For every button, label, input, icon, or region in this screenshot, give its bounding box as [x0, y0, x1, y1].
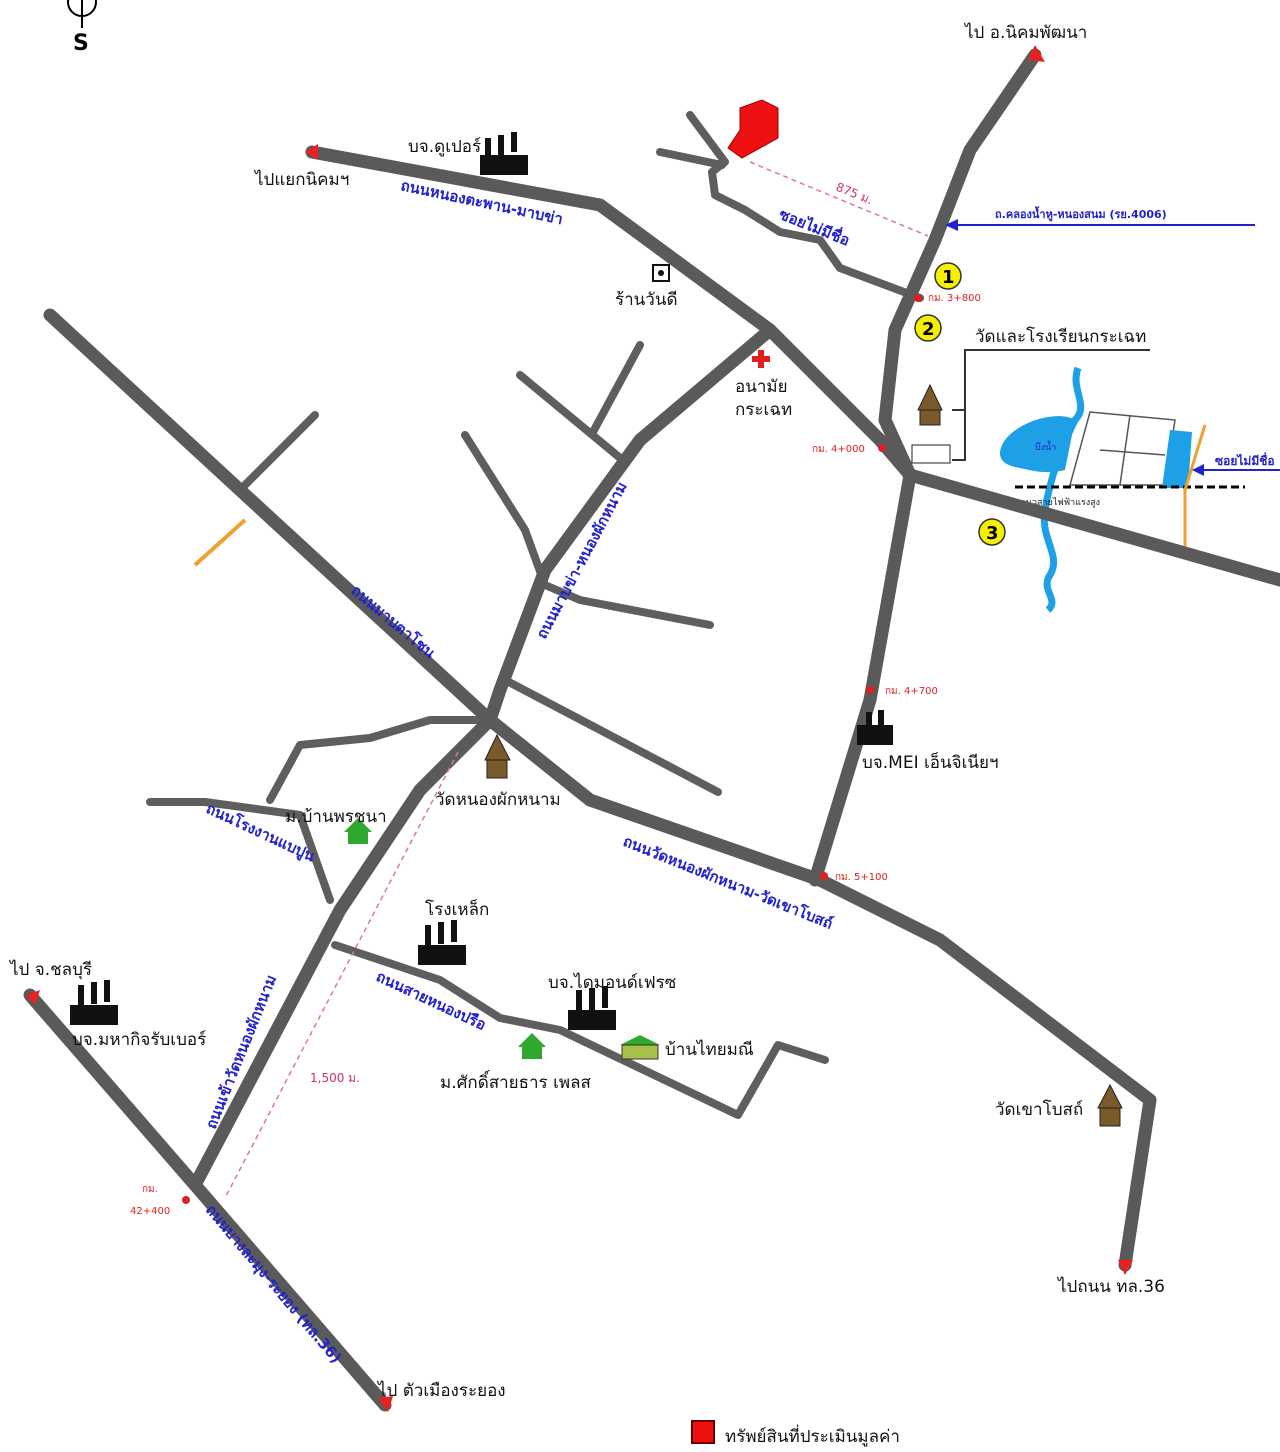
dest-rayong-city: ไป ตัวเมืองระยอง — [376, 1380, 506, 1401]
label-mei: บจ.MEI เอ็นจิเนียฯ — [862, 751, 999, 773]
point-marker-2: 2 — [914, 314, 942, 342]
factory-icon — [418, 920, 466, 965]
factory-icon — [480, 132, 528, 175]
svg-text:1: 1 — [942, 267, 955, 288]
pond — [1000, 416, 1075, 473]
house-icon — [620, 1035, 660, 1060]
km-42400-b: 42+400 — [130, 1206, 170, 1217]
road-map-ta-chon: ถนนมาบตาโชน — [347, 581, 440, 663]
road-banglamung-rayong: ถนนบางละมุง-ระยอง (ทล.36) — [201, 1201, 345, 1367]
distance-line-875 — [749, 161, 929, 237]
dest-nikhom-junction: ไปแยกนิคมฯ — [253, 169, 349, 190]
distance-875: 875 ม. — [834, 180, 875, 207]
temple-school-leader — [952, 349, 1150, 461]
point-marker-3: 3 — [978, 518, 1006, 546]
label-ban-pornchana: ม.บ้านพรชนา — [285, 807, 387, 827]
house-icon — [344, 818, 372, 844]
svg-text:2: 2 — [922, 319, 935, 340]
direction-arrows — [26, 45, 1133, 1412]
temple-icons — [484, 383, 1123, 1127]
label-saksaithan: ม.ศักดิ์สายธาร เพลส — [440, 1070, 592, 1093]
orange-lane — [1183, 424, 1207, 555]
label-steel-plant: โรงเหล็ก — [425, 898, 489, 920]
factory-icons — [70, 132, 893, 1030]
label-temple-school: วัดและโรงเรียนกระเฉท — [975, 326, 1146, 347]
label-super-co: บจ.ดูเปอร์ — [408, 137, 481, 157]
km-42400-a: กม. — [142, 1184, 158, 1195]
dest-highway36: ไปถนน ทล.36 — [1056, 1276, 1165, 1297]
unnamed-soi-2-label: ซอยไม่มีชื่อ — [1215, 452, 1275, 468]
distance-line-1500 — [224, 751, 459, 1199]
shop-icon — [652, 264, 670, 282]
km-3800: กม. 3+800 — [928, 293, 981, 304]
factory-icon — [568, 986, 616, 1030]
house-icon — [518, 1033, 546, 1059]
pond-small — [1162, 430, 1192, 488]
dest-chonburi: ไป จ.ชลบุรี — [8, 959, 92, 980]
legend: ทรัพย์สินที่ประเมินมูลค่า — [691, 1420, 900, 1447]
klong-road-label: ถ.คลองน้ำหู-หนองสนม (รย.4006) — [995, 206, 1167, 222]
power-line-label: แนวสายไฟฟ้าแรงสูง — [1020, 497, 1100, 508]
factory-icon — [70, 980, 118, 1025]
factory-icon — [857, 710, 893, 745]
minor-roads — [146, 111, 924, 1119]
point-marker-1: 1 — [934, 262, 962, 290]
legend-property-label: ทรัพย์สินที่ประเมินมูลค่า — [725, 1424, 900, 1447]
hospital-cross-icon — [752, 350, 770, 368]
legend-property-swatch — [691, 1420, 715, 1444]
label-health-center-2: กระเฉท — [735, 400, 792, 420]
compass-south: S — [73, 31, 89, 56]
label-health-center: อนามัย — [735, 377, 788, 397]
temple-icon — [917, 383, 943, 411]
km-5100: กม. 5+100 — [835, 872, 888, 883]
km-4000: กม. 4+000 — [812, 444, 865, 455]
pond-label: บึงน้ำ — [1035, 440, 1056, 453]
land-plots — [1069, 411, 1176, 486]
compass-icon: S — [67, 0, 97, 56]
stream — [1040, 366, 1085, 613]
km-4700: กม. 4+700 — [885, 686, 938, 697]
orange-lane-left — [193, 518, 247, 567]
label-ban-thaimanee: บ้านไทยมณี — [665, 1039, 754, 1060]
label-diamond-fresh: บจ.ไดมอนด์เฟรซ — [548, 972, 676, 993]
temple-icon — [1097, 1083, 1123, 1109]
distance-1500: 1,500 ม. — [310, 1071, 360, 1085]
label-wandee-shop: ร้านวันดี — [615, 290, 678, 310]
label-wat-khao-bot: วัดเขาโบสถ์ — [995, 1099, 1083, 1120]
subject-property-icon[interactable] — [727, 99, 779, 159]
house-icons — [344, 818, 660, 1060]
label-mahakit-rubber: บจ.มหากิจรับเบอร์ — [72, 1030, 206, 1050]
dest-nikhom-phatthana: ไป อ.นิคมพัฒนา — [963, 22, 1087, 43]
label-wat-nong-phak-nam: วัดหนองผักหนาม — [435, 790, 561, 810]
svg-text:3: 3 — [986, 523, 999, 544]
main-roads — [23, 48, 1280, 1412]
school-icon — [911, 444, 951, 464]
